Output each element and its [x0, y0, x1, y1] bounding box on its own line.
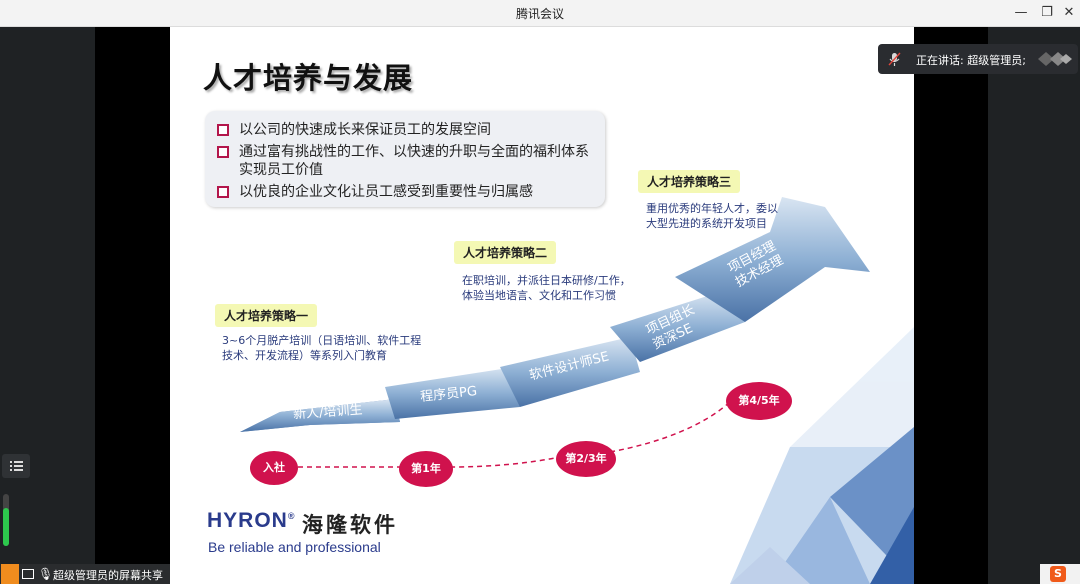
strategy-desc-2: 在职培训，并派往日本研修/工作， 体验当地语言、文化和工作习惯: [462, 274, 631, 302]
volume-meter: [3, 494, 9, 546]
strategy-tag-2: 人才培养策略二: [454, 241, 557, 264]
member-list-button[interactable]: [2, 454, 30, 478]
career-arrow: [240, 197, 870, 432]
letterbox-left: [95, 27, 170, 584]
strategy-tag-3: 人才培养策略三: [638, 170, 741, 193]
strategy-desc-1: 3~6个月脱产培训（日语培训、软件工程 技术、开发流程）等系列入门教育: [222, 334, 422, 362]
timeline-dash-3: [609, 401, 731, 453]
ime-tray[interactable]: S: [1040, 564, 1080, 584]
bullet-box: 以公司的快速成长来保证员工的发展空间 通过富有挑战性的工作、以快速的升职与全面的…: [205, 111, 605, 207]
company-logo-cn: 海隆软件: [302, 512, 398, 537]
close-button[interactable]: ✕: [1063, 5, 1075, 20]
company-logo: HYRON®: [207, 509, 296, 532]
timeline-dash-2: [449, 456, 561, 468]
stage-left: [0, 27, 95, 584]
stage-right: [988, 27, 1080, 584]
timeline-year4-5: 第4/5年: [726, 382, 792, 420]
microphone-icon[interactable]: 🎙: [38, 567, 54, 581]
avatar: [1038, 52, 1072, 66]
shared-slide: 人才培养与发展 以公司的快速成长来保证员工的发展空间 通过富有挑战性的工作、以快…: [170, 27, 914, 584]
window-title: 腾讯会议: [515, 7, 564, 21]
strategy-tag-1: 人才培养策略一: [215, 304, 318, 327]
mic-muted-icon: [888, 52, 901, 66]
company-tagline: Be reliable and professional: [208, 539, 381, 555]
square-bullet-icon: [217, 124, 229, 136]
timeline-join: 入社: [250, 451, 298, 485]
minimize-button[interactable]: —: [1014, 5, 1028, 20]
square-bullet-icon: [217, 186, 229, 198]
list-icon: [10, 461, 23, 471]
square-bullet-icon: [217, 146, 229, 158]
screen-share-bar[interactable]: 🎙 超级管理员的屏幕共享: [0, 564, 170, 584]
low-poly-background: [730, 327, 914, 584]
letterbox-right: [914, 27, 988, 584]
strategy-desc-3: 重用优秀的年轻人才，委以 大型先进的系统开发项目: [646, 202, 778, 230]
window-titlebar: 腾讯会议 — ❐ ✕: [0, 0, 1080, 27]
screen-share-icon: [22, 569, 34, 579]
active-speaker-indicator: 正在讲话: 超级管理员;: [878, 44, 1078, 74]
timeline-year2-3: 第2/3年: [556, 441, 616, 477]
speaker-label: 正在讲话: 超级管理员;: [916, 54, 1026, 67]
sogou-ime-icon[interactable]: S: [1050, 566, 1066, 582]
timeline-year1: 第1年: [399, 451, 453, 487]
slide-title: 人才培养与发展: [203, 61, 414, 95]
user-icon: [1, 564, 19, 584]
share-label: 超级管理员的屏幕共享: [53, 569, 163, 582]
slide-graphics: [240, 197, 914, 584]
restore-button[interactable]: ❐: [1041, 5, 1053, 20]
